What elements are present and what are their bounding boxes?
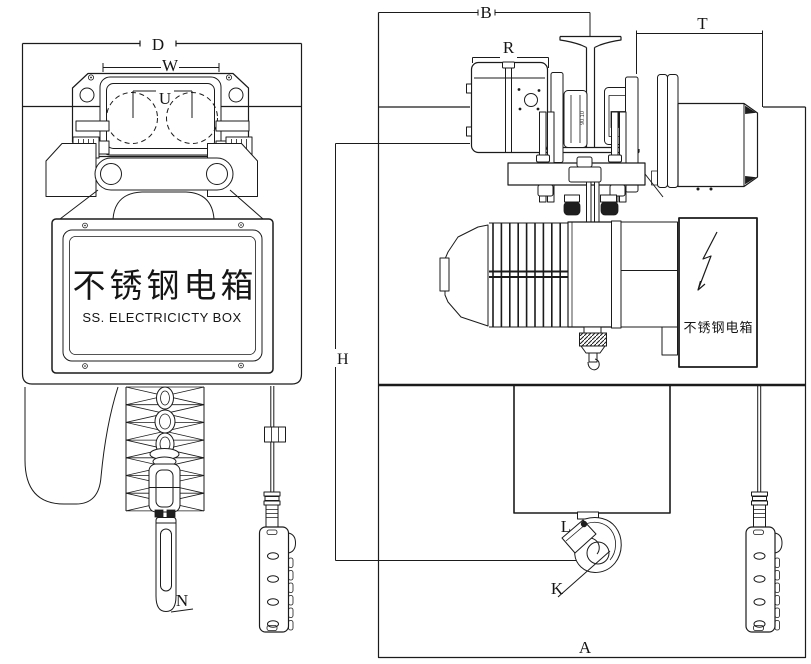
plate-hole-right	[228, 87, 244, 103]
pendant-button	[753, 575, 766, 583]
traverse-motor	[657, 74, 759, 191]
chain-guide	[579, 326, 607, 371]
dim-label-u: U	[159, 89, 171, 108]
trolley-wheel-left	[563, 90, 588, 148]
dim-line-b	[378, 9, 591, 36]
dim-leader-n	[170, 608, 194, 613]
dim-label-d: D	[152, 35, 164, 54]
suspension-bar	[94, 157, 234, 191]
dim-label-w: W	[162, 56, 179, 75]
chain-bag	[24, 386, 119, 505]
dim-label-h: H	[337, 351, 349, 368]
electric-box-side: 不锈钢电箱	[678, 217, 758, 368]
hook-block-front	[148, 463, 181, 518]
part-marking-text: 90.10	[580, 111, 586, 125]
electric-box-title-zh: 不锈钢电箱	[73, 268, 258, 305]
cable-clamp	[264, 426, 286, 443]
side-frame	[377, 12, 807, 659]
suspension-hole-right	[206, 163, 228, 185]
plate-hole-left	[79, 87, 95, 103]
dim-line-u	[132, 90, 193, 118]
dim-leader-k	[557, 550, 611, 598]
dim-label-a: A	[579, 638, 592, 657]
dim-label-k: K	[551, 579, 564, 598]
load-chain	[149, 386, 180, 467]
pendant-button	[267, 620, 279, 628]
electric-box-title-en: SS. ELECTRICICTY BOX	[82, 310, 241, 325]
dim-label-r: R	[503, 38, 515, 57]
dim-label-t: T	[697, 14, 708, 33]
dim-label-n: N	[176, 591, 188, 610]
pendant-button	[267, 598, 279, 606]
dim-line-w	[102, 63, 220, 72]
pendant-control-right	[745, 386, 783, 633]
hoist-body	[439, 220, 678, 356]
hook-side	[557, 511, 622, 598]
wheel-cover-inner	[106, 83, 215, 149]
chain-sprocket-cluster	[563, 156, 619, 223]
electric-box-front: 不锈钢电箱 SS. ELECTRICICTY BOX	[51, 218, 274, 374]
hook-front	[155, 517, 177, 612]
suspension-assembly	[507, 111, 646, 203]
side-plate-left	[45, 143, 97, 197]
dim-line-r	[472, 57, 549, 68]
body-diagonals	[59, 189, 264, 220]
pendant-button	[753, 552, 766, 560]
pendant-button	[267, 552, 279, 560]
front-view: 不锈钢电箱 SS. ELECTRICICTY BOX D W U	[21, 35, 303, 633]
front-body-outline	[21, 40, 303, 385]
lightning-bolt-icon	[697, 231, 718, 291]
pendant-control-left	[258, 386, 296, 633]
h-label-mask	[331, 349, 347, 367]
dim-label-b: B	[480, 3, 491, 22]
pendant-button	[267, 575, 279, 583]
dim-line-t	[636, 30, 763, 107]
suspension-hole-left	[100, 163, 122, 185]
electric-box-side-label: 不锈钢电箱	[683, 320, 753, 335]
trolley-motor	[466, 61, 549, 154]
safety-latch	[561, 519, 597, 554]
body-neck	[112, 191, 215, 220]
side-view: 90.10	[331, 3, 807, 659]
wheel-cover	[99, 76, 222, 156]
pendant-body	[745, 526, 776, 633]
pendant-body	[258, 526, 290, 633]
pendant-button	[753, 620, 766, 628]
dim-line-h	[335, 143, 583, 561]
chain-wheel-left-hidden	[106, 92, 158, 144]
dim-label-l: L	[561, 517, 571, 536]
pendant-button	[753, 598, 766, 606]
lower-body-block	[513, 384, 671, 514]
